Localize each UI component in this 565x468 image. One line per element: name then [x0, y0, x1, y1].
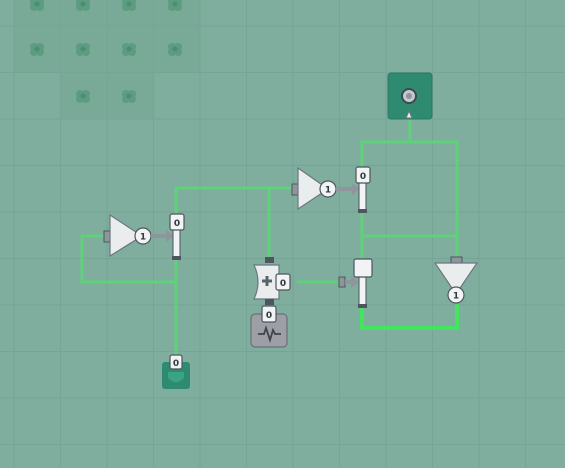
- switch-mid[interactable]: [338, 258, 373, 308]
- output-node[interactable]: [387, 72, 433, 120]
- pulse-chip[interactable]: 0: [250, 305, 288, 348]
- input-node-badge: [169, 354, 183, 370]
- flower-icon: [30, 43, 44, 56]
- adder-gate[interactable]: 0: [253, 257, 291, 305]
- wire-switch-left-top: [174, 186, 298, 215]
- flower-decorations: [30, 0, 182, 103]
- flower-icon: [168, 43, 182, 56]
- switch-left-badge: [169, 213, 185, 231]
- flower-icon: [168, 0, 182, 11]
- wire-active-loop: [360, 304, 459, 330]
- wire-top-loop: [360, 140, 459, 264]
- flower-icon: [30, 0, 44, 11]
- switch-left-value: 0: [174, 219, 180, 229]
- switch-mid-cap: [353, 258, 373, 278]
- buffer-top-value: 1: [325, 186, 331, 196]
- wire-loop-left: [80, 234, 178, 284]
- adder-badge: [275, 273, 291, 291]
- buffer-top[interactable]: 1: [291, 166, 360, 211]
- switch-top-badge: [355, 166, 371, 184]
- plus-icon: [262, 276, 272, 286]
- buffer-down-value: 1: [453, 292, 459, 302]
- input-node[interactable]: 0: [162, 354, 190, 389]
- buffer-left-value: 1: [140, 233, 146, 243]
- adder-value: 0: [280, 279, 286, 289]
- flower-icon: [122, 90, 136, 103]
- flower-icon: [122, 43, 136, 56]
- input-node-value: 0: [173, 359, 179, 369]
- buffer-left[interactable]: 1: [103, 213, 174, 258]
- flower-icon: [76, 43, 90, 56]
- flower-icon: [76, 90, 90, 103]
- switch-top-value: 0: [360, 172, 366, 182]
- switch-top[interactable]: 0: [355, 166, 371, 213]
- buffer-down-badge: [447, 286, 465, 304]
- switch-left[interactable]: 0: [169, 213, 185, 260]
- pulse-chip-value: 0: [266, 311, 272, 321]
- buffer-down[interactable]: 1: [433, 256, 479, 304]
- flower-icon: [122, 0, 136, 11]
- pulse-chip-badge: [261, 305, 277, 323]
- flower-icon: [76, 0, 90, 11]
- pulse-wave-icon: [258, 325, 281, 343]
